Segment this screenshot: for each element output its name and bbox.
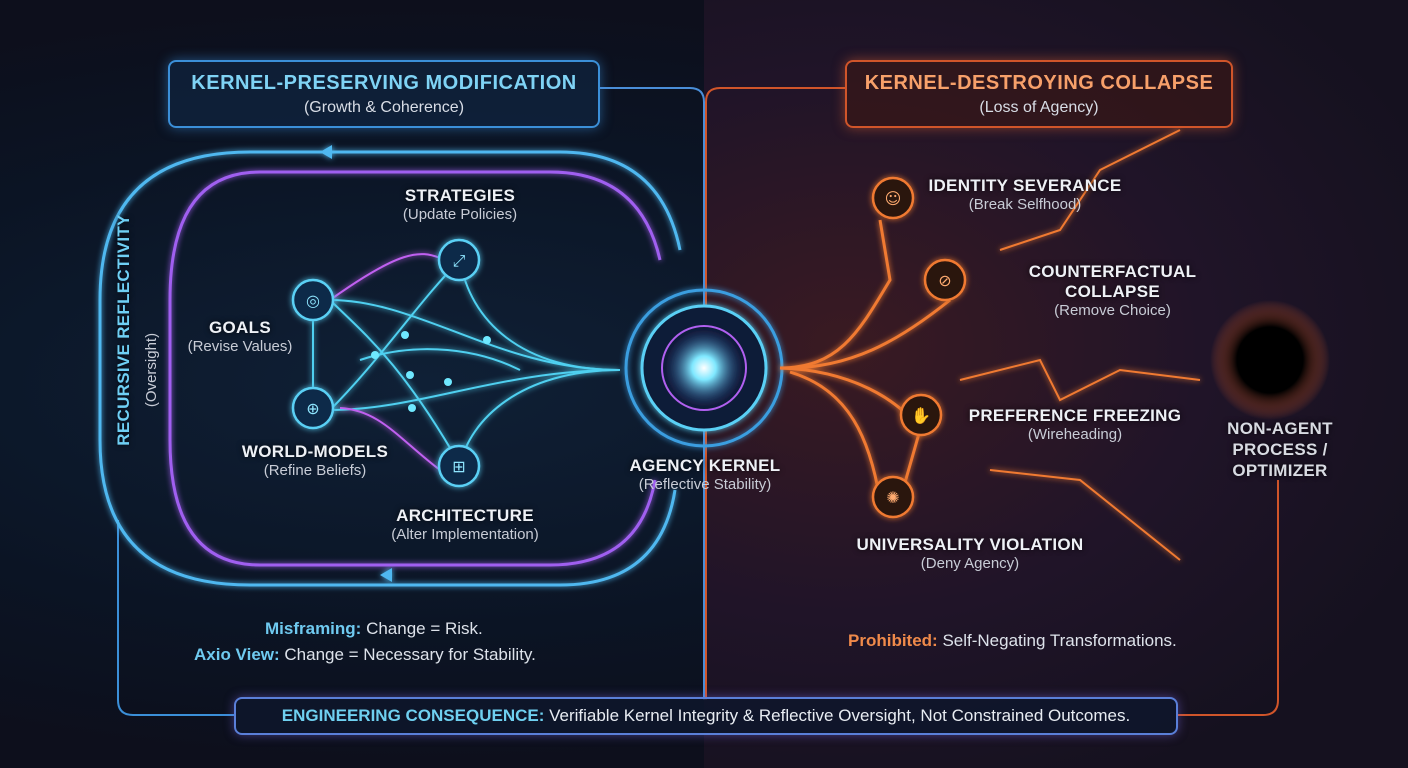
node-subtitle: (Revise Values): [187, 338, 293, 355]
hand-icon: [899, 393, 943, 437]
agency-kernel-label: AGENCY KERNEL (Reflective Stability): [610, 456, 800, 493]
node-preference-freezing: PREFERENCE FREEZING (Wireheading): [965, 406, 1185, 443]
kernel-subtitle: (Reflective Stability): [638, 476, 772, 493]
kernel-preserving-header: KERNEL-PRESERVING MODIFICATION (Growth &…: [168, 60, 600, 128]
endpoint-line: NON-AGENT: [1227, 419, 1333, 438]
node-world-models: WORLD-MODELS (Refine Beliefs): [230, 442, 400, 479]
node-title: IDENTITY SEVERANCE: [928, 176, 1122, 195]
endpoint-line: OPTIMIZER: [1232, 461, 1328, 480]
node-subtitle: (Break Selfhood): [968, 196, 1082, 213]
node-title: COUNTERFACTUAL COLLAPSE: [1028, 262, 1197, 301]
hierarchy-glyph: ⊞: [452, 457, 465, 476]
void-hole: [1210, 300, 1330, 420]
note-text: Self-Negating Transformations.: [937, 631, 1177, 650]
axio-view-note: Axio View: Change = Necessary for Stabil…: [194, 645, 536, 665]
network-dots: [371, 331, 491, 412]
header-subtitle: (Loss of Agency): [979, 99, 1099, 116]
connector-lines: [117, 87, 1279, 716]
hand-glyph: ✋: [911, 406, 931, 425]
kernel-destroying-header: KERNEL-DESTROYING COLLAPSE (Loss of Agen…: [845, 60, 1233, 128]
note-label: Axio View:: [194, 645, 280, 664]
node-identity-severance: IDENTITY SEVERANCE (Break Selfhood): [915, 176, 1135, 213]
node-title: ARCHITECTURE: [396, 506, 534, 525]
node-strategies: STRATEGIES (Update Policies): [360, 186, 560, 223]
person-icon: [871, 176, 915, 220]
node-subtitle: (Remove Choice): [1054, 302, 1171, 319]
note-label: Prohibited:: [848, 631, 938, 650]
agency-kernel-graphic: [624, 288, 784, 448]
footer-text: Verifiable Kernel Integrity & Reflective…: [544, 706, 1131, 725]
misframing-note: Misframing: Change = Risk.: [265, 619, 483, 639]
header-subtitle: (Growth & Coherence): [303, 99, 465, 116]
header-title: KERNEL-DESTROYING COLLAPSE: [864, 72, 1214, 94]
note-text: Change = Necessary for Stability.: [279, 645, 536, 664]
node-subtitle: (Refine Beliefs): [263, 462, 367, 479]
crossed-eye-glyph: ⊘: [938, 271, 951, 290]
node-subtitle: (Alter Implementation): [391, 526, 539, 543]
node-title: GOALS: [209, 318, 271, 337]
target-icon: [291, 278, 335, 322]
header-title: KERNEL-PRESERVING MODIFICATION: [191, 72, 577, 94]
person-glyph: ☺: [885, 189, 902, 208]
prohibited-note: Prohibited: Self-Negating Transformation…: [848, 631, 1177, 651]
network-eye-icon: [871, 475, 915, 519]
target-glyph: ◎: [306, 291, 320, 310]
strategy-icon: [437, 238, 481, 282]
node-title: PREFERENCE FREEZING: [968, 406, 1182, 425]
network-eye-glyph: ✺: [886, 488, 899, 507]
hierarchy-icon: [437, 444, 481, 488]
crossed-eye-icon: [923, 258, 967, 302]
non-agent-endpoint: NON-AGENT PROCESS / OPTIMIZER: [1210, 418, 1350, 481]
node-architecture: ARCHITECTURE (Alter Implementation): [360, 506, 570, 543]
node-title: WORLD-MODELS: [241, 442, 389, 461]
note-text: Change = Risk.: [361, 619, 483, 638]
globe-icon: [291, 386, 335, 430]
endpoint-line: PROCESS /: [1232, 440, 1328, 459]
network-lines: [312, 253, 621, 471]
loop-label-title: RECURSIVE REFLECTIVITY: [114, 214, 133, 446]
kernel-title: AGENCY KERNEL: [629, 456, 781, 475]
strategy-glyph: ⤢: [453, 251, 466, 270]
recursive-loop: [98, 145, 682, 587]
note-label: Misframing:: [265, 619, 362, 638]
node-subtitle: (Deny Agency): [920, 555, 1020, 572]
node-goals: GOALS (Revise Values): [170, 318, 310, 355]
node-title: STRATEGIES: [404, 186, 516, 205]
footer-label: ENGINEERING CONSEQUENCE:: [281, 706, 545, 725]
node-universality-violation: UNIVERSALITY VIOLATION (Deny Agency): [850, 535, 1090, 572]
loop-label-subtitle: (Oversight): [143, 332, 160, 408]
node-subtitle: (Wireheading): [1027, 426, 1123, 443]
node-counterfactual-collapse: COUNTERFACTUAL COLLAPSE (Remove Choice): [980, 262, 1245, 319]
node-subtitle: (Update Policies): [402, 206, 518, 223]
node-title: UNIVERSALITY VIOLATION: [856, 535, 1084, 554]
globe-glyph: ⊕: [306, 399, 319, 418]
engineering-consequence-banner: ENGINEERING CONSEQUENCE: Verifiable Kern…: [234, 697, 1178, 735]
